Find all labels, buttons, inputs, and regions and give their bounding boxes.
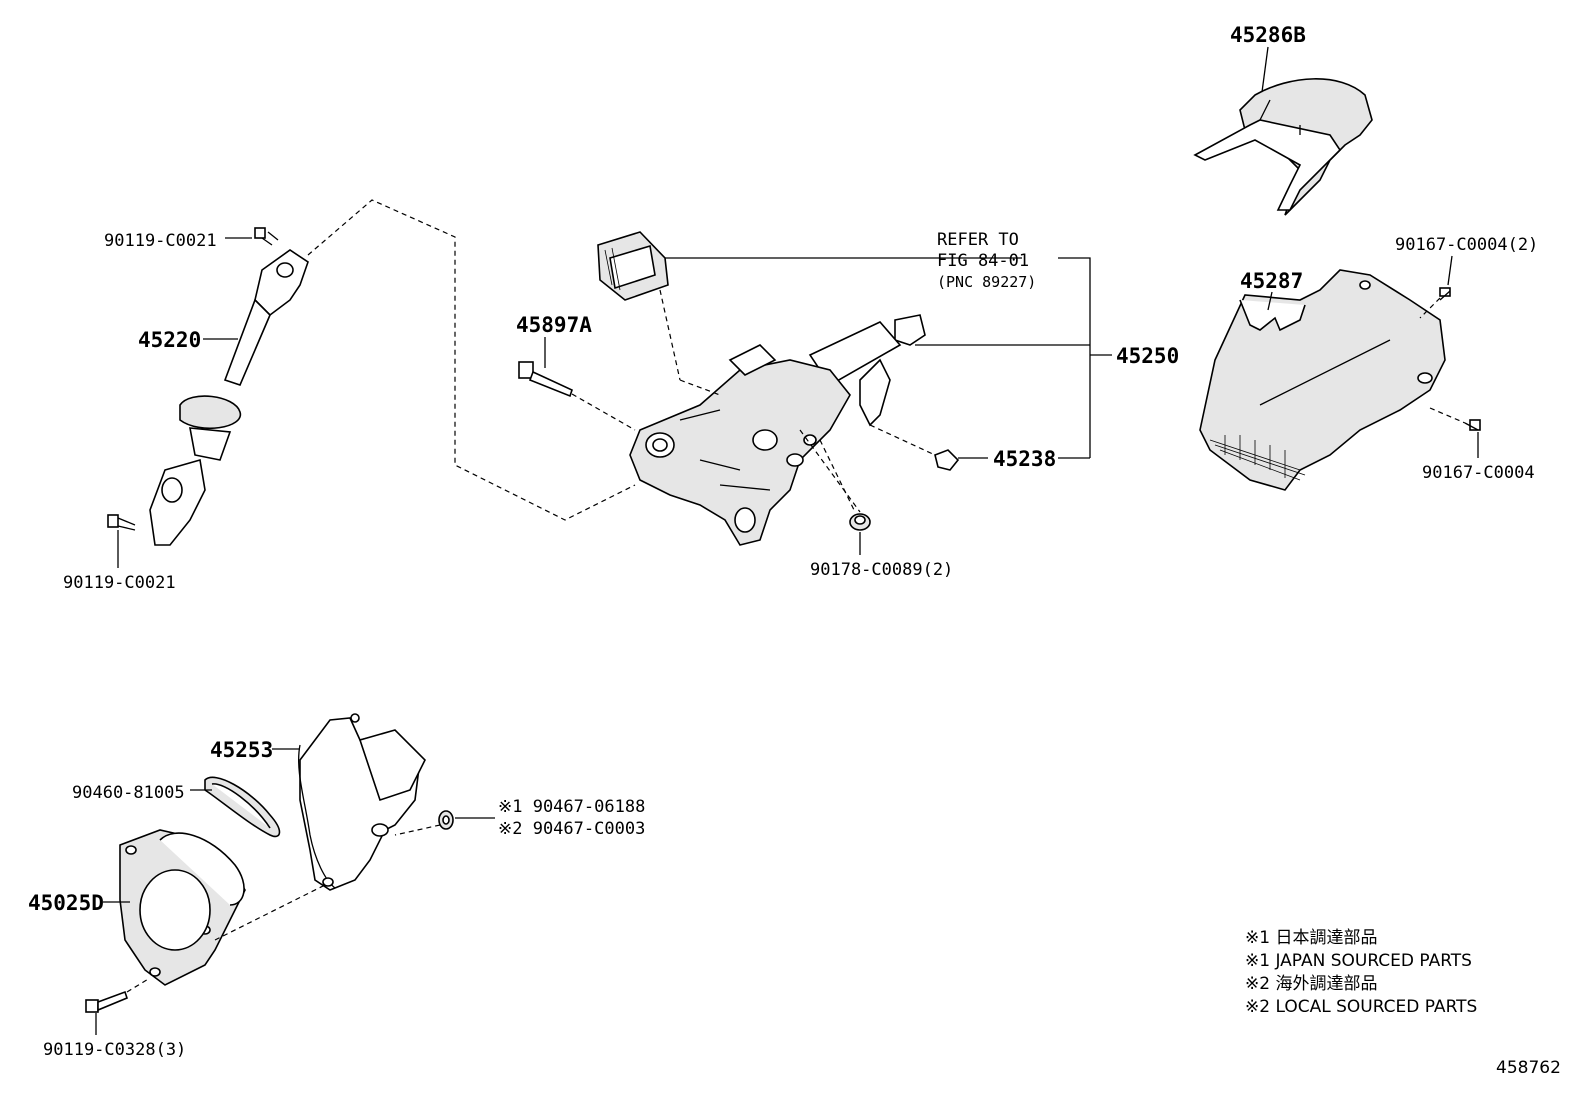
figure-id: 458762 <box>1496 1058 1561 1078</box>
label-90167-C0004-2: 90167-C0004(2) <box>1395 235 1538 255</box>
legend-line1: ※1 日本調達部品 <box>1245 928 1377 948</box>
refer-to-line1: REFER TO <box>937 230 1019 250</box>
nut-90178-C0089-2 <box>849 513 871 531</box>
column-hole-cover-45253 <box>297 713 426 891</box>
steering-column-assembly <box>629 314 926 546</box>
label-45238: 45238 <box>993 447 1056 471</box>
label-45220: 45220 <box>138 328 201 352</box>
legend-line3: ※2 海外調達部品 <box>1245 974 1377 994</box>
bolt-90119-C0021-bottom <box>107 514 136 531</box>
steering-boot-45025D <box>119 829 246 986</box>
label-90467-C0003: ※2 90467-C0003 <box>498 819 645 839</box>
lower-column-cover <box>1199 269 1446 491</box>
label-90119-C0328-3: 90119-C0328(3) <box>43 1040 186 1060</box>
bolt-90119-C0328-3 <box>85 990 128 1013</box>
label-90178-C0089-2: 90178-C0089(2) <box>810 560 953 580</box>
bolt-45897A <box>518 361 573 398</box>
label-45287: 45287 <box>1240 269 1303 293</box>
label-45286B: 45286B <box>1230 23 1306 47</box>
label-45253: 45253 <box>210 738 273 762</box>
refer-to-line3: (PNC 89227) <box>937 273 1036 291</box>
upper-column-cover <box>1193 78 1373 216</box>
connector-block <box>597 231 669 301</box>
label-90460-81005: 90460-81005 <box>72 783 185 803</box>
clip-90467 <box>438 810 454 830</box>
legend-line2: ※1 JAPAN SOURCED PARTS <box>1245 951 1472 971</box>
label-90119-C0021-top: 90119-C0021 <box>104 231 217 251</box>
screw-90167-C0004-2 <box>1439 287 1451 301</box>
refer-to-line2: FIG 84-01 <box>937 251 1029 271</box>
label-90119-C0021-bottom: 90119-C0021 <box>63 573 176 593</box>
clip-45238 <box>934 449 960 471</box>
label-90167-C0004: 90167-C0004 <box>1422 463 1535 483</box>
label-45250: 45250 <box>1116 344 1179 368</box>
label-90467-06188: ※1 90467-06188 <box>498 797 645 817</box>
label-45897A: 45897A <box>516 313 592 337</box>
intermediate-shaft <box>149 249 309 546</box>
bolt-90119-C0021-top <box>254 227 279 246</box>
seal-ring-90460-81005 <box>204 776 281 838</box>
label-45025D: 45025D <box>28 891 104 915</box>
screw-90167-C0004 <box>1464 419 1481 431</box>
legend-line4: ※2 LOCAL SOURCED PARTS <box>1245 997 1477 1017</box>
